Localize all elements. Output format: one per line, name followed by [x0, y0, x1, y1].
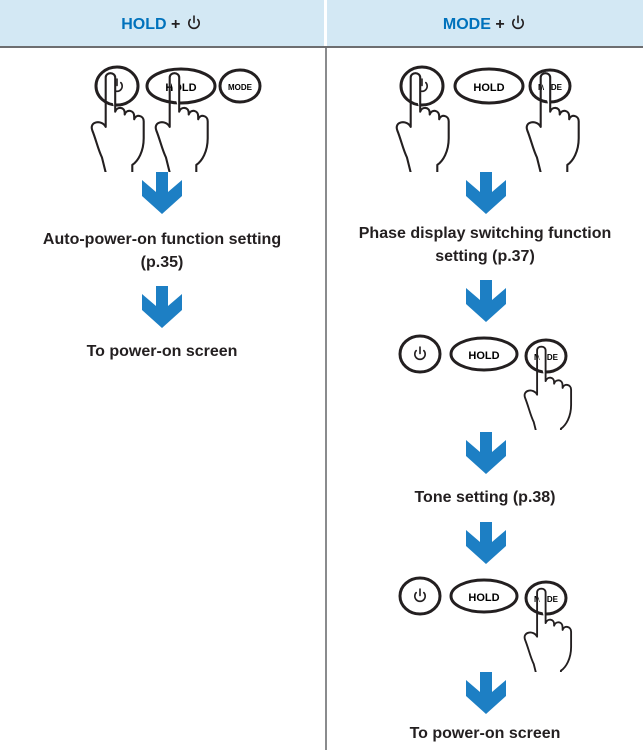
hold-key-label: HOLD	[121, 16, 167, 33]
right-step-phase-display: Phase display switching function setting…	[358, 225, 612, 265]
down-arrow-icon	[466, 280, 506, 322]
power-icon	[512, 15, 525, 30]
right-mode-press-illustration: HOLD MODE	[398, 334, 573, 430]
mode-key-label: MODE	[442, 16, 491, 33]
down-arrow-icon	[466, 172, 506, 214]
right-step-power-on-screen: To power-on screen	[409, 725, 561, 742]
hold-button	[145, 67, 217, 105]
hold-button-label: HOLD	[468, 592, 499, 604]
right-press-illustration: HOLD MODE	[395, 65, 580, 172]
hold-button	[449, 578, 519, 614]
header-right: MODE +	[327, 0, 643, 46]
down-arrow-icon	[466, 672, 506, 714]
left-press-illustration: HOLD MODE	[90, 65, 262, 172]
right-step-tone-setting: Tone setting (p.38)	[414, 489, 556, 506]
plus-sign: +	[495, 16, 505, 33]
down-arrow-icon	[142, 172, 182, 214]
header-left: HOLD +	[0, 0, 324, 46]
header-left-title: HOLD +	[0, 14, 324, 34]
hold-button	[449, 336, 519, 372]
down-arrow-icon	[142, 286, 182, 328]
hold-button-label: HOLD	[468, 350, 499, 362]
right-mode-press-illustration-2: HOLD MODE	[398, 576, 573, 672]
hold-button-label: HOLD	[473, 82, 504, 94]
mode-button-label: MODE	[228, 83, 253, 92]
header-divider	[0, 46, 643, 48]
mode-button	[218, 68, 262, 104]
left-step-power-on-screen: To power-on screen	[86, 343, 238, 360]
column-divider	[325, 48, 327, 750]
hold-button	[453, 67, 525, 105]
down-arrow-icon	[466, 432, 506, 474]
power-icon	[187, 15, 200, 30]
left-step-auto-power: Auto-power-on function setting (p.35)	[42, 231, 282, 271]
down-arrow-icon	[466, 522, 506, 564]
header-right-title: MODE +	[327, 14, 643, 34]
plus-sign: +	[170, 16, 181, 33]
